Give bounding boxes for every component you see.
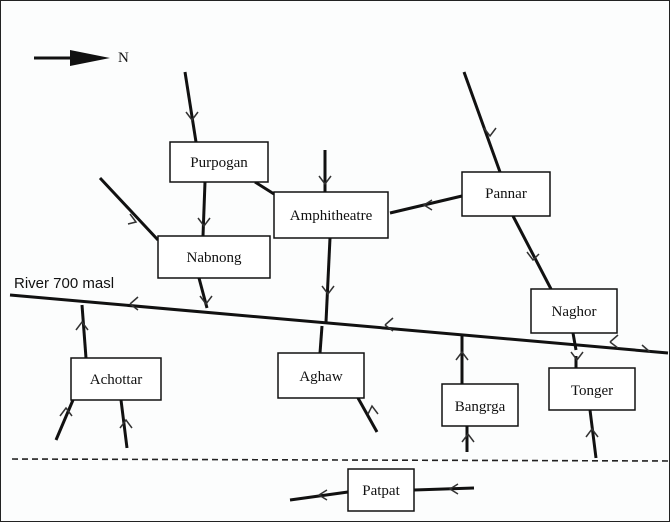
place-label: Nabnong [187, 250, 242, 266]
place-patpat: Patpat [347, 468, 415, 512]
north-label: N [118, 50, 129, 66]
north-arrow: N [34, 50, 129, 66]
place-label: Aghaw [299, 369, 342, 385]
place-achottar: Achottar [70, 357, 162, 401]
streams [54, 71, 598, 502]
place-pannar: Pannar [461, 171, 551, 217]
dashed-boundary [11, 458, 669, 462]
place-purpogan: Purpogan [169, 141, 269, 183]
place-label: Tonger [571, 383, 613, 399]
place-bangrga: Bangrga [441, 383, 519, 427]
place-naghor: Naghor [530, 288, 618, 334]
river: River 700 masl [9, 275, 669, 355]
place-label: Achottar [90, 372, 142, 388]
place-amphitheatre: Amphitheatre [273, 191, 389, 239]
place-label: Naghor [552, 304, 597, 320]
place-aghaw: Aghaw [277, 352, 365, 399]
river-label: River 700 masl [14, 275, 114, 292]
place-label: Purpogan [190, 155, 248, 171]
place-label: Amphitheatre [290, 208, 373, 224]
place-label: Pannar [485, 186, 527, 202]
place-tonger: Tonger [548, 367, 636, 411]
place-label: Bangrga [455, 399, 506, 415]
flow-arrows [59, 111, 599, 501]
place-nabnong: Nabnong [157, 235, 271, 279]
place-label: Patpat [362, 483, 400, 499]
